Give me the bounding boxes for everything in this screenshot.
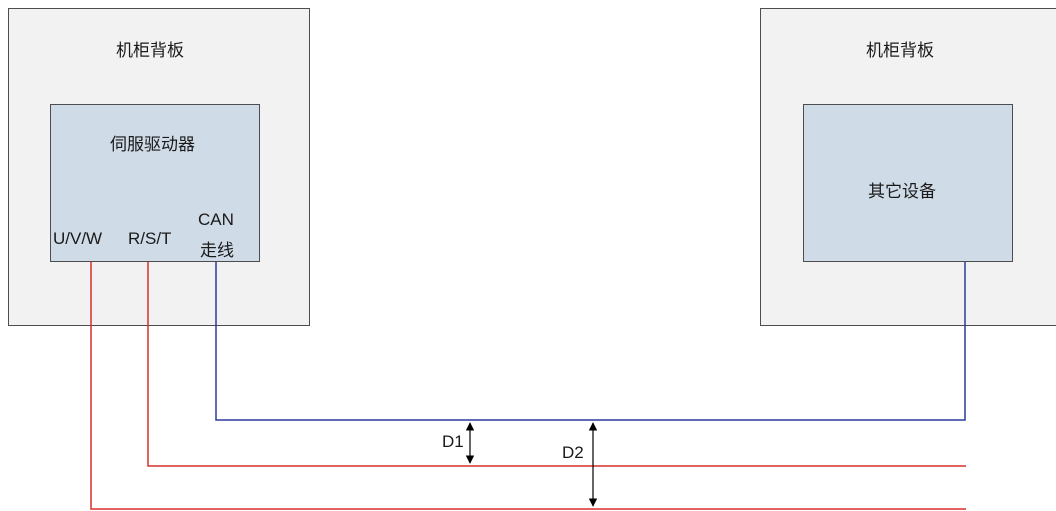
rst-cable bbox=[147, 262, 966, 467]
port-can-wiring-label: 走线 bbox=[200, 241, 234, 261]
port-uvw-label: U/V/W bbox=[53, 229, 103, 248]
d2-label: D2 bbox=[562, 443, 584, 462]
port-rst-label: R/S/T bbox=[128, 229, 172, 248]
port-can-label: CAN bbox=[198, 210, 234, 229]
servo-drive-title: 伺服驱动器 bbox=[110, 135, 195, 155]
d1-label: D1 bbox=[442, 432, 464, 451]
uvw-cable bbox=[90, 262, 966, 510]
other-device-title: 其它设备 bbox=[868, 182, 936, 202]
right-cabinet-title: 机柜背板 bbox=[866, 41, 934, 61]
can-cable bbox=[215, 262, 966, 421]
servo-drive-box bbox=[50, 104, 260, 262]
left-cabinet-title: 机柜背板 bbox=[116, 41, 184, 61]
other-device-box bbox=[803, 104, 1013, 262]
